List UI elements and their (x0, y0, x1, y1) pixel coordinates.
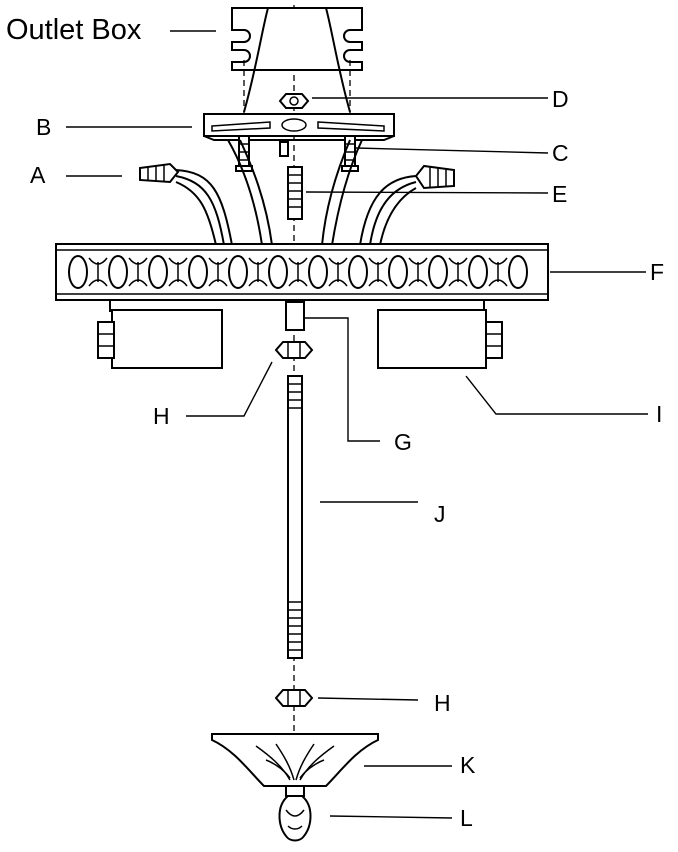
label-g: G (394, 429, 412, 455)
band-leaf (328, 257, 348, 287)
coupling-g (285, 301, 305, 331)
label-f: F (650, 259, 665, 285)
label-a: A (30, 162, 46, 188)
band-leaf (448, 257, 468, 287)
wires (175, 139, 417, 246)
mounting-bar-b (203, 113, 395, 141)
finial-l (278, 785, 312, 842)
band-oval (228, 255, 248, 289)
band-oval (188, 255, 208, 289)
band-leaf (168, 257, 188, 287)
threaded-rod-j (287, 375, 303, 659)
band-leaf (408, 257, 428, 287)
label-outlet-box: Outlet Box (6, 14, 142, 46)
band-leaf (88, 257, 108, 287)
band-leaf (248, 257, 268, 287)
band-oval (508, 255, 528, 289)
band-oval (428, 255, 448, 289)
side-holders (97, 309, 503, 369)
outlet-box (231, 7, 363, 150)
band-oval (68, 255, 88, 289)
label-d: D (552, 86, 569, 112)
label-l: L (460, 805, 473, 831)
label-b: B (36, 114, 52, 140)
band-oval (308, 255, 328, 289)
band-leaf (288, 257, 308, 287)
band-oval (388, 255, 408, 289)
band-leaf (488, 257, 508, 287)
band-leaf (368, 257, 388, 287)
hex-nut-h-upper (274, 341, 314, 359)
band-ornament (68, 255, 528, 289)
label-k: K (460, 752, 476, 778)
label-h-lower: H (434, 690, 451, 716)
label-h-upper: H (153, 403, 170, 429)
band-oval (148, 255, 168, 289)
wire-connector-a (139, 162, 455, 190)
threaded-nipple-e (287, 166, 303, 220)
band-oval (268, 255, 288, 289)
nut-d (278, 93, 310, 109)
band-oval (108, 255, 128, 289)
band-oval (348, 255, 368, 289)
canopy-band-f (55, 243, 549, 312)
bottom-cap-k (211, 733, 379, 787)
hex-nut-h-lower (274, 689, 314, 707)
leader-lines (66, 30, 648, 819)
band-leaf (208, 257, 228, 287)
band-oval (468, 255, 488, 289)
label-i: I (656, 401, 663, 427)
band-leaf (128, 257, 148, 287)
label-e: E (552, 181, 568, 207)
label-j: J (434, 501, 446, 527)
label-c: C (552, 140, 569, 166)
